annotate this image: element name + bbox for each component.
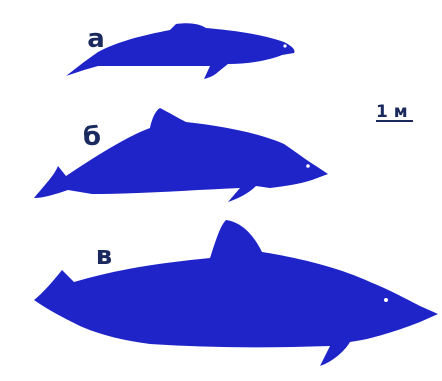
medium-dolphin-silhouette-icon bbox=[34, 108, 328, 202]
large-dolphin-eye bbox=[384, 298, 388, 302]
animal-v: в bbox=[34, 220, 438, 366]
small-dolphin-eye bbox=[283, 44, 286, 47]
animal-a: а bbox=[66, 23, 295, 79]
animal-label-a: а bbox=[87, 24, 105, 54]
large-dolphin-silhouette-icon bbox=[34, 220, 438, 366]
scale-bar: 1 м bbox=[376, 102, 413, 122]
animal-b: б bbox=[34, 108, 328, 202]
medium-dolphin-eye bbox=[306, 164, 310, 168]
animal-label-b: б bbox=[83, 122, 101, 152]
scale-bar-label: 1 м bbox=[376, 102, 408, 122]
animal-label-v: в bbox=[96, 241, 112, 271]
